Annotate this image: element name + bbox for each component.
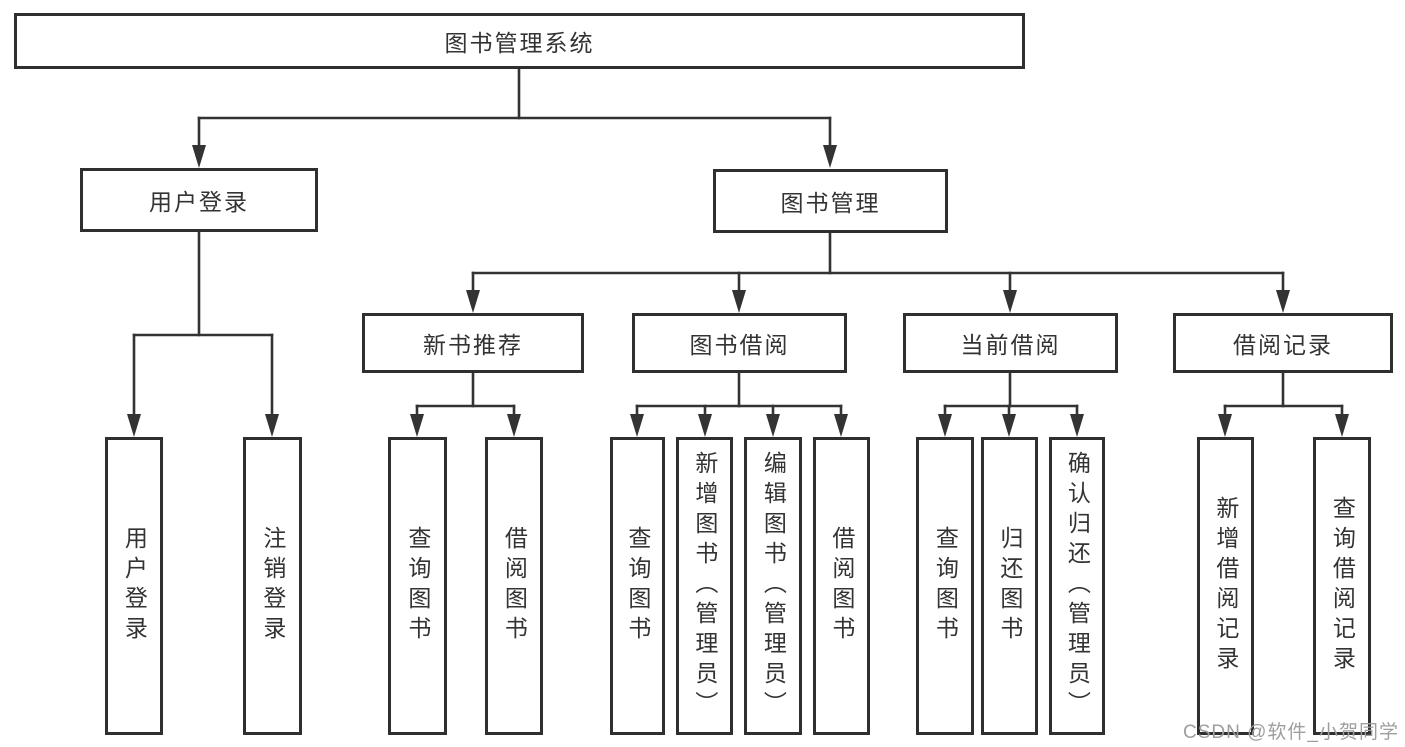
node-book-borrow-label: 图书借阅 xyxy=(689,332,790,358)
arrowhead xyxy=(410,414,424,437)
leaf-bb-borrow-book-label: 借阅图书 xyxy=(828,526,855,646)
node-user-login-label: 用户登录 xyxy=(149,189,249,215)
node-root-label: 图书管理系统 xyxy=(444,30,595,56)
leaf-user-login: 用户登录 xyxy=(105,437,163,735)
arrowhead xyxy=(938,414,952,437)
leaf-bb-add-book: 新增图书（管理员） xyxy=(676,437,733,735)
node-book-management: 图书管理 xyxy=(713,169,948,233)
node-new-book-recommend-label: 新书推荐 xyxy=(423,332,523,358)
leaf-logout-label: 注销登录 xyxy=(259,526,286,646)
arrowhead xyxy=(192,145,206,168)
arrowhead xyxy=(1276,290,1290,313)
leaf-br-query-record-label: 查询借阅记录 xyxy=(1329,496,1356,676)
leaf-br-query-record: 查询借阅记录 xyxy=(1313,437,1371,735)
leaf-logout: 注销登录 xyxy=(243,437,302,735)
node-root: 图书管理系统 xyxy=(14,13,1025,69)
leaf-user-login-label: 用户登录 xyxy=(121,526,148,646)
arrowhead xyxy=(507,414,521,437)
csdn-watermark: CSDN @软件_小贺同学 xyxy=(1183,722,1399,743)
arrowhead xyxy=(1003,290,1017,313)
arrowhead xyxy=(766,414,780,437)
arrowhead xyxy=(834,414,848,437)
leaf-rec-borrow-book-label: 借阅图书 xyxy=(501,526,528,646)
leaf-br-add-record-label: 新增借阅记录 xyxy=(1212,496,1239,676)
leaf-cb-confirm-return: 确认归还（管理员） xyxy=(1049,437,1105,735)
node-current-borrow-label: 当前借阅 xyxy=(960,332,1061,358)
leaf-rec-borrow-book: 借阅图书 xyxy=(485,437,543,735)
arrowhead xyxy=(823,145,837,168)
node-borrow-records-label: 借阅记录 xyxy=(1233,332,1333,358)
node-borrow-records: 借阅记录 xyxy=(1173,313,1393,373)
node-book-borrow: 图书借阅 xyxy=(632,313,847,373)
arrowhead xyxy=(1002,414,1016,437)
arrowhead xyxy=(466,290,480,313)
arrowhead xyxy=(698,414,712,437)
arrowhead xyxy=(1218,414,1232,437)
arrowhead xyxy=(1335,414,1349,437)
leaf-cb-return-book-label: 归还图书 xyxy=(996,526,1023,646)
leaf-cb-query-book: 查询图书 xyxy=(916,437,974,735)
node-new-book-recommend: 新书推荐 xyxy=(362,313,584,373)
leaf-br-add-record: 新增借阅记录 xyxy=(1197,437,1254,735)
arrowhead xyxy=(265,414,279,437)
node-book-management-label: 图书管理 xyxy=(780,190,881,216)
arrowhead xyxy=(732,290,746,313)
arrowhead xyxy=(630,414,644,437)
leaf-rec-query-book-label: 查询图书 xyxy=(404,526,431,646)
arrowhead xyxy=(127,414,141,437)
leaf-cb-return-book: 归还图书 xyxy=(981,437,1038,735)
leaf-bb-query-book: 查询图书 xyxy=(610,437,665,735)
node-current-borrow: 当前借阅 xyxy=(903,313,1118,373)
leaf-bb-query-book-label: 查询图书 xyxy=(624,526,651,646)
arrowhead xyxy=(1070,414,1084,437)
leaf-bb-edit-book: 编辑图书（管理员） xyxy=(744,437,802,735)
leaf-bb-edit-book-label: 编辑图书（管理员） xyxy=(760,451,787,721)
leaf-rec-query-book: 查询图书 xyxy=(388,437,447,735)
leaf-cb-query-book-label: 查询图书 xyxy=(932,526,959,646)
leaf-bb-add-book-label: 新增图书（管理员） xyxy=(691,451,718,721)
leaf-bb-borrow-book: 借阅图书 xyxy=(813,437,870,735)
node-user-login: 用户登录 xyxy=(80,168,318,232)
leaf-cb-confirm-return-label: 确认归还（管理员） xyxy=(1064,451,1091,721)
